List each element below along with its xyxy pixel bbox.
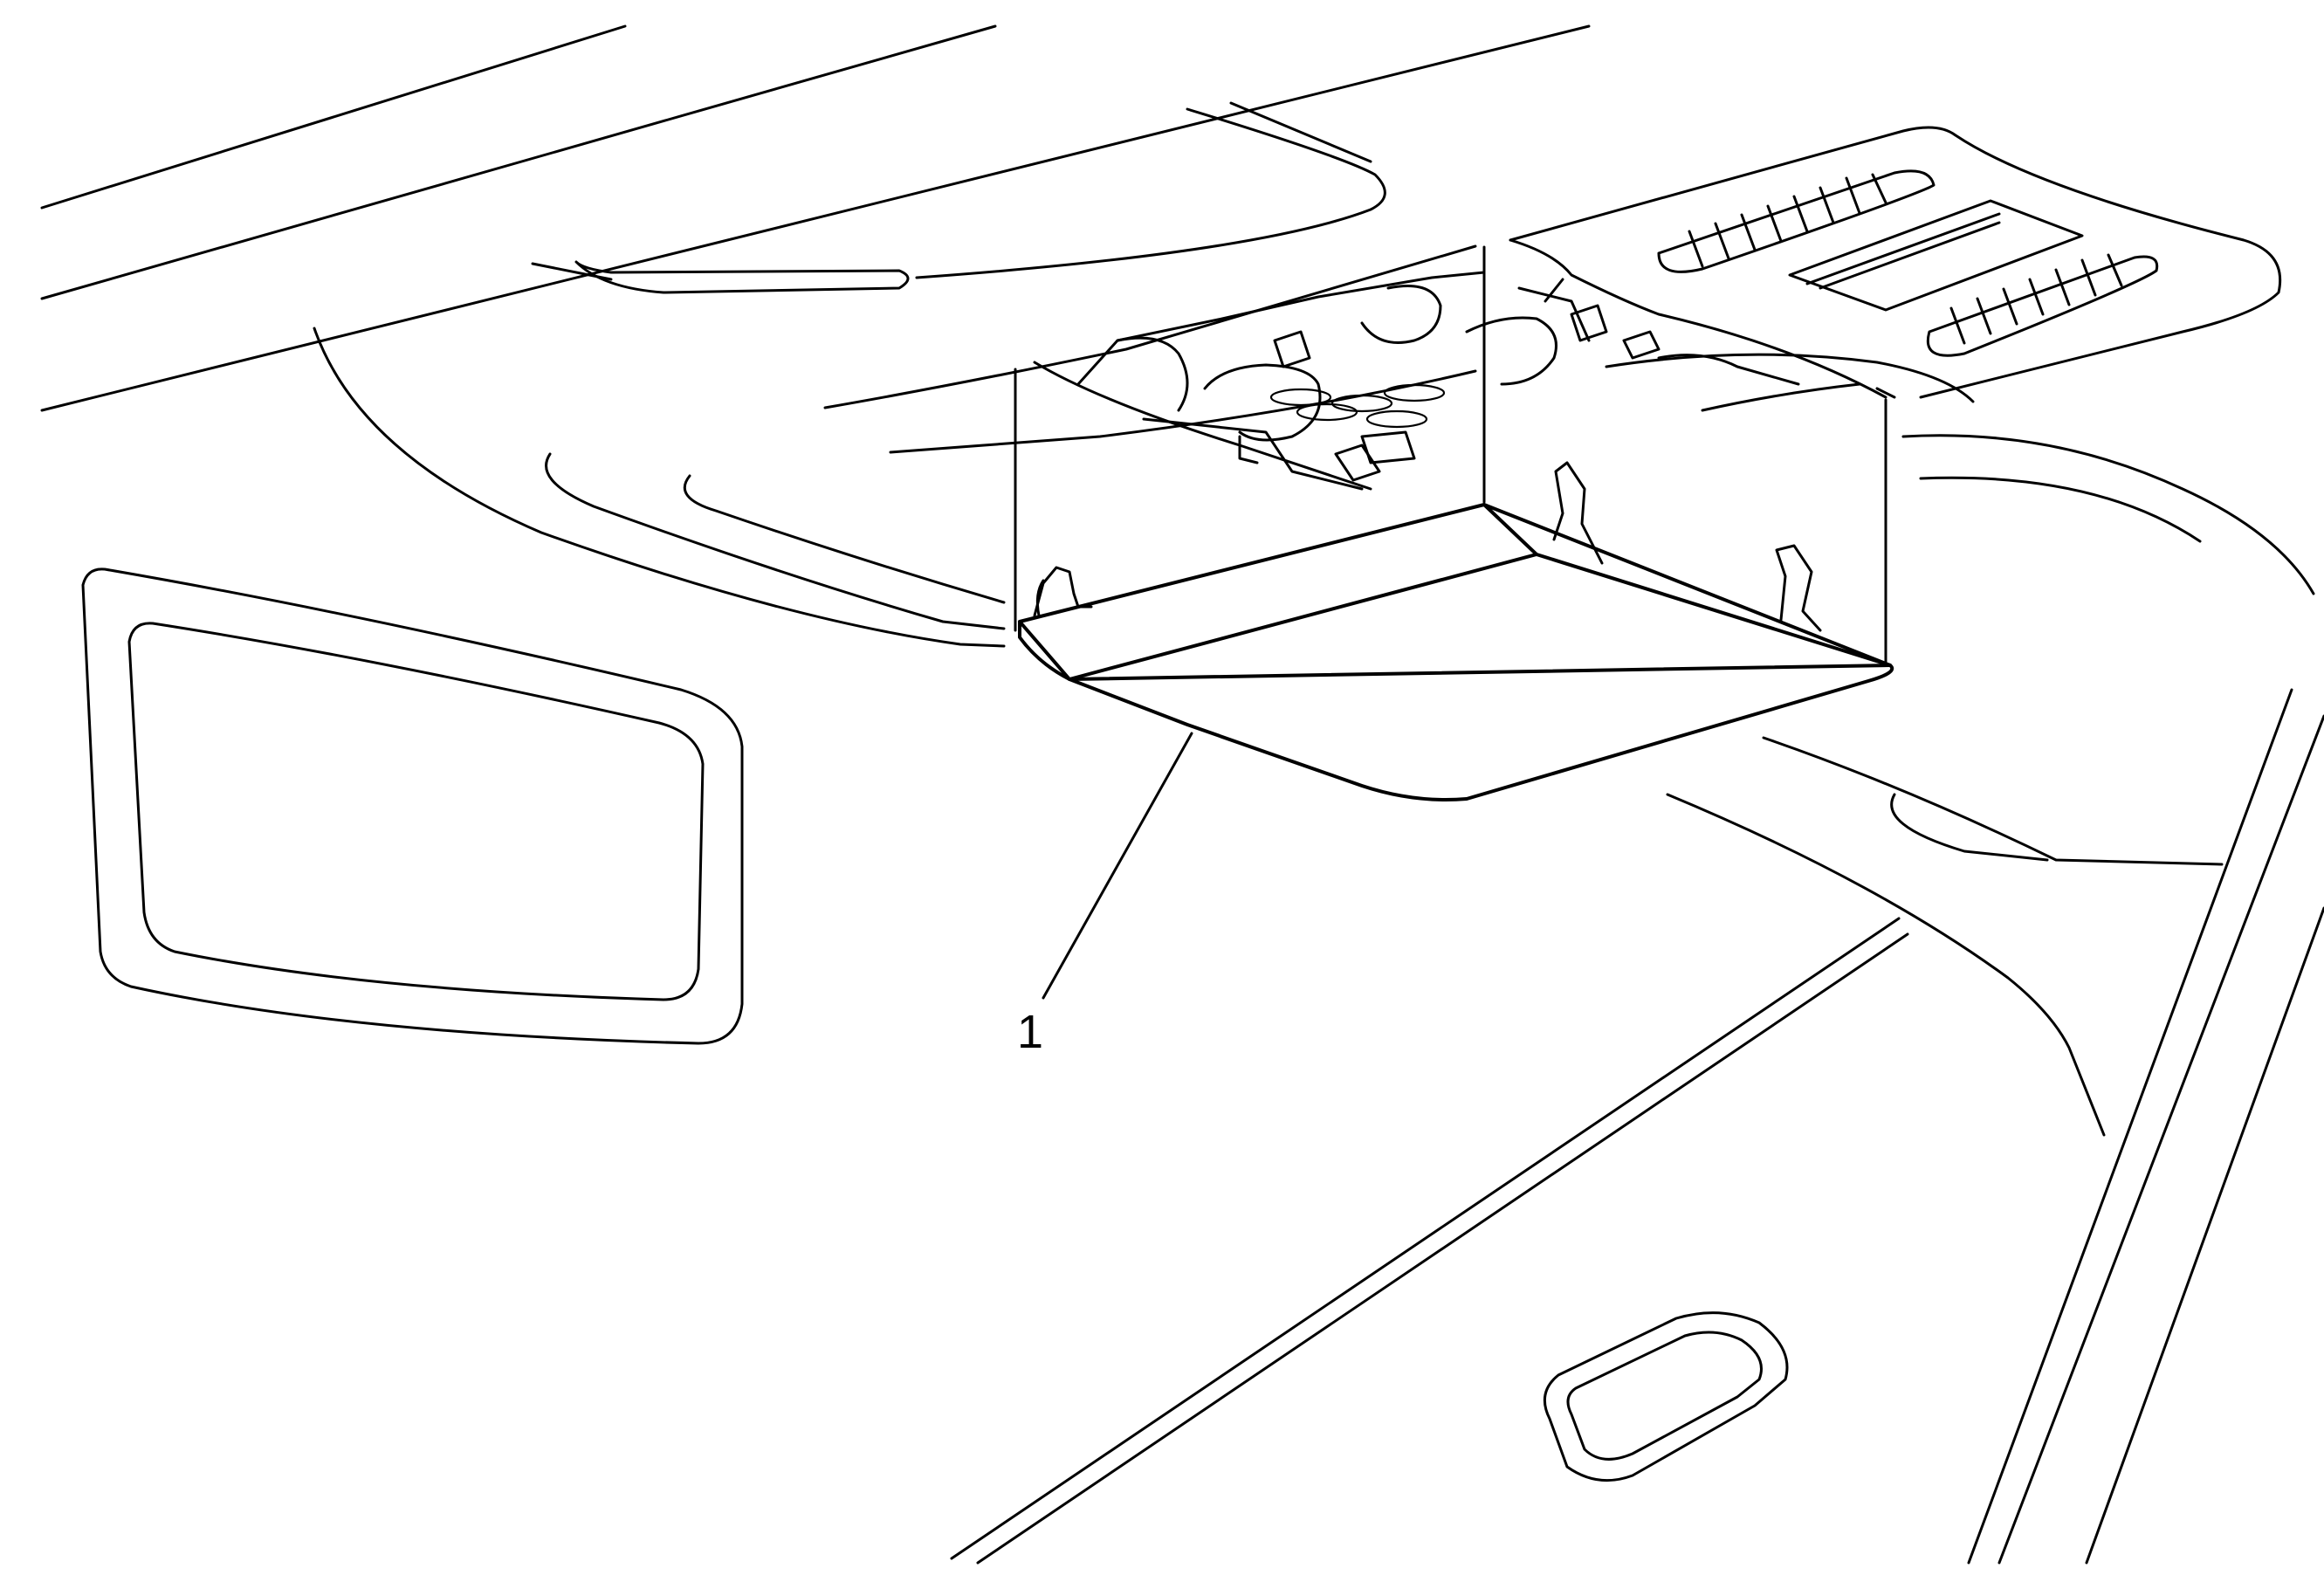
rear-view-mirror [81, 567, 744, 1045]
overhead-trim-panel [313, 260, 1006, 648]
rear-dome-light [1543, 1311, 1789, 1482]
headliner-edges [40, 24, 1591, 412]
vents [1657, 169, 2159, 357]
console-housing [823, 126, 2315, 595]
callout-leader-line [1042, 732, 1193, 1000]
headliner-contour [950, 793, 2106, 1565]
callout-label: 1 [1017, 1006, 1043, 1058]
console-internals [1033, 271, 1800, 491]
alignment-lines [1014, 245, 1887, 667]
side-pillar [1762, 688, 2324, 1565]
callout-1: 1 [1017, 732, 1193, 1058]
console-lid [1018, 461, 1894, 801]
